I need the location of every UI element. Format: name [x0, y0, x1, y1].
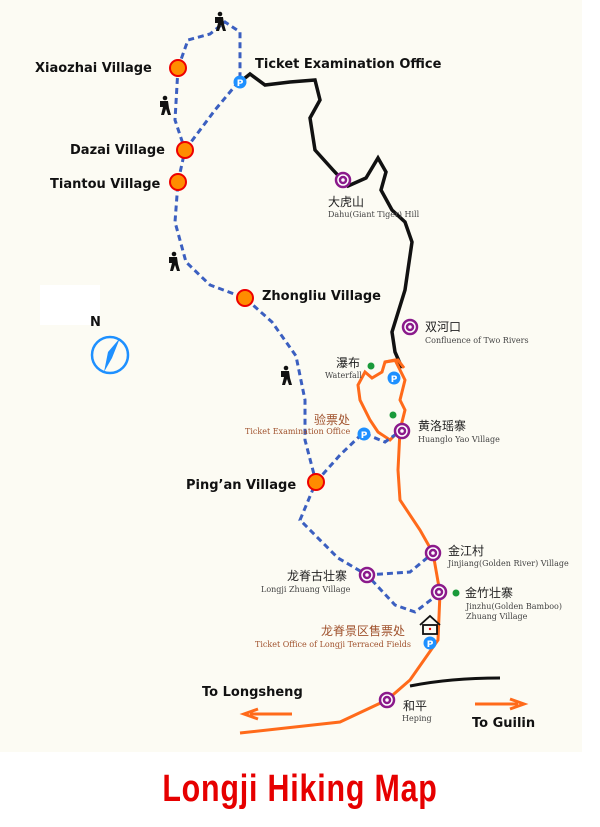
- hiker-icon: [169, 251, 180, 271]
- waterfall-cn: 瀑布: [336, 356, 360, 370]
- jinjiang-ring: [424, 544, 442, 562]
- hiker-icon: [215, 11, 226, 31]
- office-cn: 龙脊景区售票处: [321, 623, 405, 638]
- xiaozhai-label: Xiaozhai Village: [35, 61, 152, 76]
- tiantou-marker: [169, 173, 187, 191]
- office-en: Ticket Office of Longji Terraced Fields: [255, 640, 411, 649]
- pingan-marker: [307, 473, 325, 491]
- black-road-guilin: [409, 676, 501, 688]
- hiker-icon: [281, 365, 292, 385]
- jinzhu-cn: 金竹壮寨: [465, 585, 513, 600]
- ticket-top-label: Ticket Examination Office: [255, 57, 442, 72]
- svg-text:P: P: [361, 431, 368, 441]
- zhongliu-marker: [236, 289, 254, 307]
- dazai-marker: [176, 141, 194, 159]
- parking-icons: P P P P: [233, 75, 437, 650]
- compass-needle-icon: [104, 338, 120, 372]
- jinzhu-en2: Zhuang Village: [466, 612, 528, 621]
- map-title: Longji Hiking Map: [162, 768, 438, 810]
- dazai-label: Dazai Village: [70, 143, 165, 158]
- heping-cn: 和平: [403, 699, 427, 713]
- orange-road-loop: [384, 358, 407, 431]
- svg-text:P: P: [391, 375, 398, 385]
- site-rings: [334, 171, 448, 709]
- jinjiang-cn: 金江村: [448, 543, 484, 558]
- map-background: [0, 0, 582, 752]
- ticket-en: Ticket Examination Office: [245, 427, 350, 436]
- heping-en: Heping: [402, 714, 432, 723]
- rivers-cn: 双河口: [425, 320, 461, 334]
- huanglo-en: Huanglo Yao Village: [418, 435, 500, 444]
- longji-en: Longji Zhuang Village: [261, 585, 351, 594]
- parking-icon: P: [233, 75, 247, 89]
- compass: N: [40, 285, 130, 375]
- compass-north-label: N: [90, 315, 101, 330]
- tiantou-label: Tiantou Village: [50, 177, 161, 192]
- to-longsheng-label: To Longsheng: [202, 685, 303, 700]
- ticket-cn: 验票处: [314, 412, 350, 427]
- xiaozhai-marker: [169, 59, 187, 77]
- longji-ring: [358, 566, 376, 584]
- parking-icon: P: [357, 427, 371, 441]
- jinjiang-en: Jinjiang(Golden River) Village: [447, 559, 569, 568]
- jinzhu-ring: [430, 583, 448, 601]
- longji-cn: 龙脊古壮寨: [287, 568, 347, 583]
- hiker-icons: [160, 11, 292, 385]
- to-guilin-label: To Guilin: [472, 716, 535, 731]
- rivers-ring: [401, 318, 419, 336]
- heping-ring: [378, 691, 396, 709]
- waterfall-en: Waterfall: [325, 371, 362, 380]
- dahu-ring: [334, 171, 352, 189]
- hiker-icon: [160, 95, 171, 115]
- house-icon: [419, 614, 441, 635]
- huanglo-ring: [393, 422, 411, 440]
- dahu-en: Dahu(Giant Tiger) Hill: [328, 210, 420, 219]
- zhongliu-label: Zhongliu Village: [262, 289, 381, 304]
- village-markers: [169, 59, 325, 491]
- parking-icon: P: [423, 636, 437, 650]
- pingan-label: Ping’an Village: [186, 478, 296, 493]
- rivers-en: Confluence of Two Rivers: [425, 336, 529, 345]
- green-dots: [367, 362, 460, 597]
- svg-text:P: P: [427, 640, 434, 650]
- parking-icon: P: [387, 371, 401, 385]
- arrow-left-icon: [239, 707, 292, 721]
- svg-text:P: P: [237, 79, 244, 89]
- dahu-cn: 大虎山: [328, 195, 364, 209]
- arrow-right-icon: [475, 697, 529, 711]
- huanglo-cn: 黄洛瑶寨: [418, 418, 466, 433]
- black-road: [238, 71, 414, 369]
- jinzhu-en1: Jinzhu(Golden Bamboo): [465, 602, 562, 611]
